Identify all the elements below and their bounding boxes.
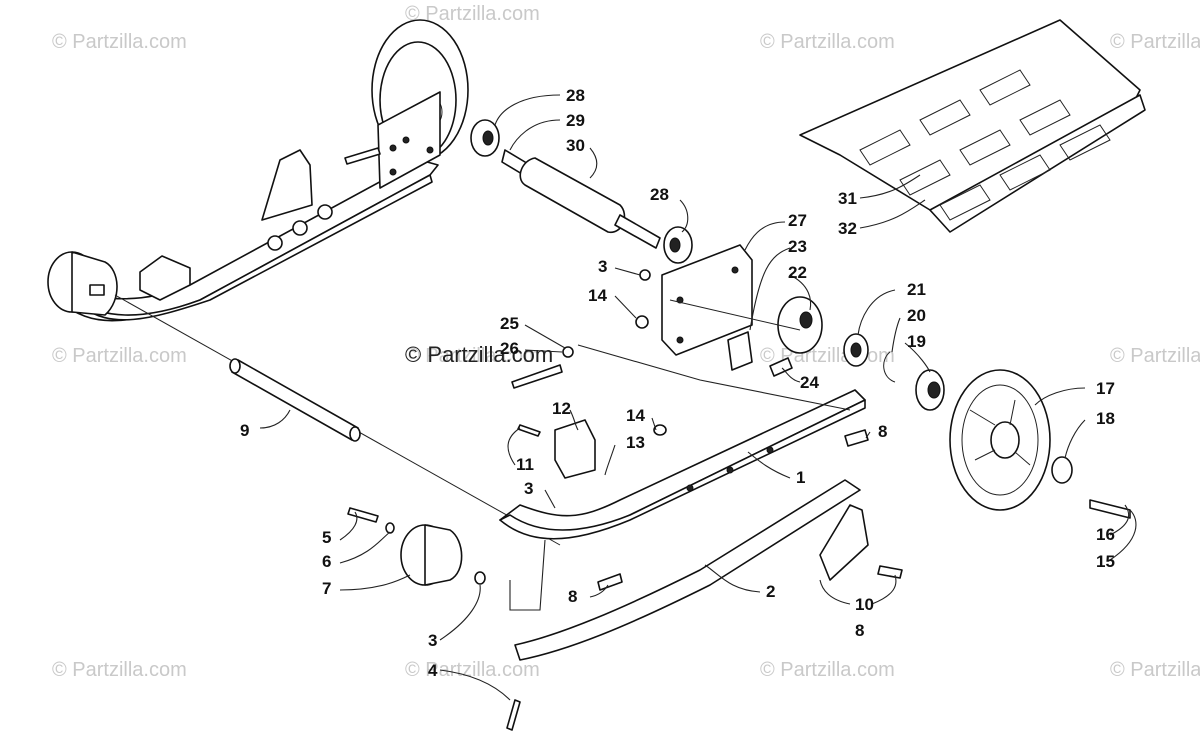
idler-shaft xyxy=(470,119,693,264)
callout-label: 19 xyxy=(907,332,926,351)
callout-labels: 28 29 30 28 27 23 22 3 14 21 20 19 25 26… xyxy=(240,86,1115,680)
watermark-layer: © Partzilla.com © Partzilla.com © Partzi… xyxy=(52,3,1200,681)
callout-label: 17 xyxy=(1096,379,1115,398)
front-bogie-wheel xyxy=(347,507,623,731)
watermark-text: © Partzilla.com xyxy=(52,345,187,367)
watermark-text: © Partzilla.com xyxy=(405,659,540,681)
callout-label: 31 xyxy=(838,189,857,208)
callout-label: 27 xyxy=(788,211,807,230)
callout-label: 4 xyxy=(428,661,438,680)
callout-label: 9 xyxy=(240,421,249,440)
callout-label: 11 xyxy=(516,455,534,474)
callout-label: 29 xyxy=(566,111,585,130)
callout-label: 26 xyxy=(500,339,519,358)
callout-label: 20 xyxy=(907,306,926,325)
callout-label: 22 xyxy=(788,263,807,282)
watermark-text: © Partzilla.com xyxy=(760,31,895,53)
callout-label: 25 xyxy=(500,314,519,333)
callout-label: 6 xyxy=(322,552,331,571)
leader-lines xyxy=(259,94,1137,701)
callout-label: 30 xyxy=(566,136,585,155)
callout-label: 7 xyxy=(322,579,331,598)
callout-label: 23 xyxy=(788,237,807,256)
idler-wheel-group xyxy=(843,333,1131,519)
callout-label: 18 xyxy=(1096,409,1115,428)
callout-label: 28 xyxy=(650,185,669,204)
callout-label: 13 xyxy=(626,433,645,452)
callout-label: 2 xyxy=(766,582,775,601)
watermark-text: © Partzilla.com xyxy=(1110,659,1200,681)
callout-label: 21 xyxy=(907,280,926,299)
callout-label: 32 xyxy=(838,219,857,238)
callout-label: 1 xyxy=(796,468,805,487)
callout-label: 28 xyxy=(566,86,585,105)
hyfax-wear-strip xyxy=(514,479,903,661)
callout-label: 10 xyxy=(855,595,874,614)
rear-axle-shaft xyxy=(114,294,561,546)
callout-label: 12 xyxy=(552,399,571,418)
watermark-center-text: © Partzilla.com xyxy=(405,342,553,367)
track-section xyxy=(799,19,1146,233)
watermark-text: © Partzilla.com xyxy=(405,3,540,25)
watermark-text: © Partzilla.com xyxy=(760,659,895,681)
callout-label: 8 xyxy=(855,621,864,640)
callout-label: 14 xyxy=(588,286,607,305)
callout-label: 3 xyxy=(598,257,607,276)
watermark-text: © Partzilla.com xyxy=(405,345,540,367)
tension-bracket-plate xyxy=(511,244,823,389)
watermark-text: © Partzilla.com xyxy=(52,31,187,53)
callout-label: 5 xyxy=(322,528,331,547)
watermark-text: © Partzilla.com xyxy=(52,659,187,681)
callout-label: 3 xyxy=(428,631,437,650)
callout-label: 15 xyxy=(1096,552,1115,571)
callout-label: 8 xyxy=(878,422,887,441)
callout-label: 3 xyxy=(524,479,533,498)
callout-label: 8 xyxy=(568,587,577,606)
right-slide-rail xyxy=(499,389,869,540)
callout-label: 16 xyxy=(1096,525,1115,544)
watermark-text: © Partzilla.com xyxy=(1110,31,1200,53)
callout-label: 14 xyxy=(626,406,645,425)
left-slide-rail-assembly xyxy=(47,19,469,322)
watermark-text: © Partzilla.com xyxy=(1110,345,1200,367)
callout-label: 24 xyxy=(800,373,819,392)
